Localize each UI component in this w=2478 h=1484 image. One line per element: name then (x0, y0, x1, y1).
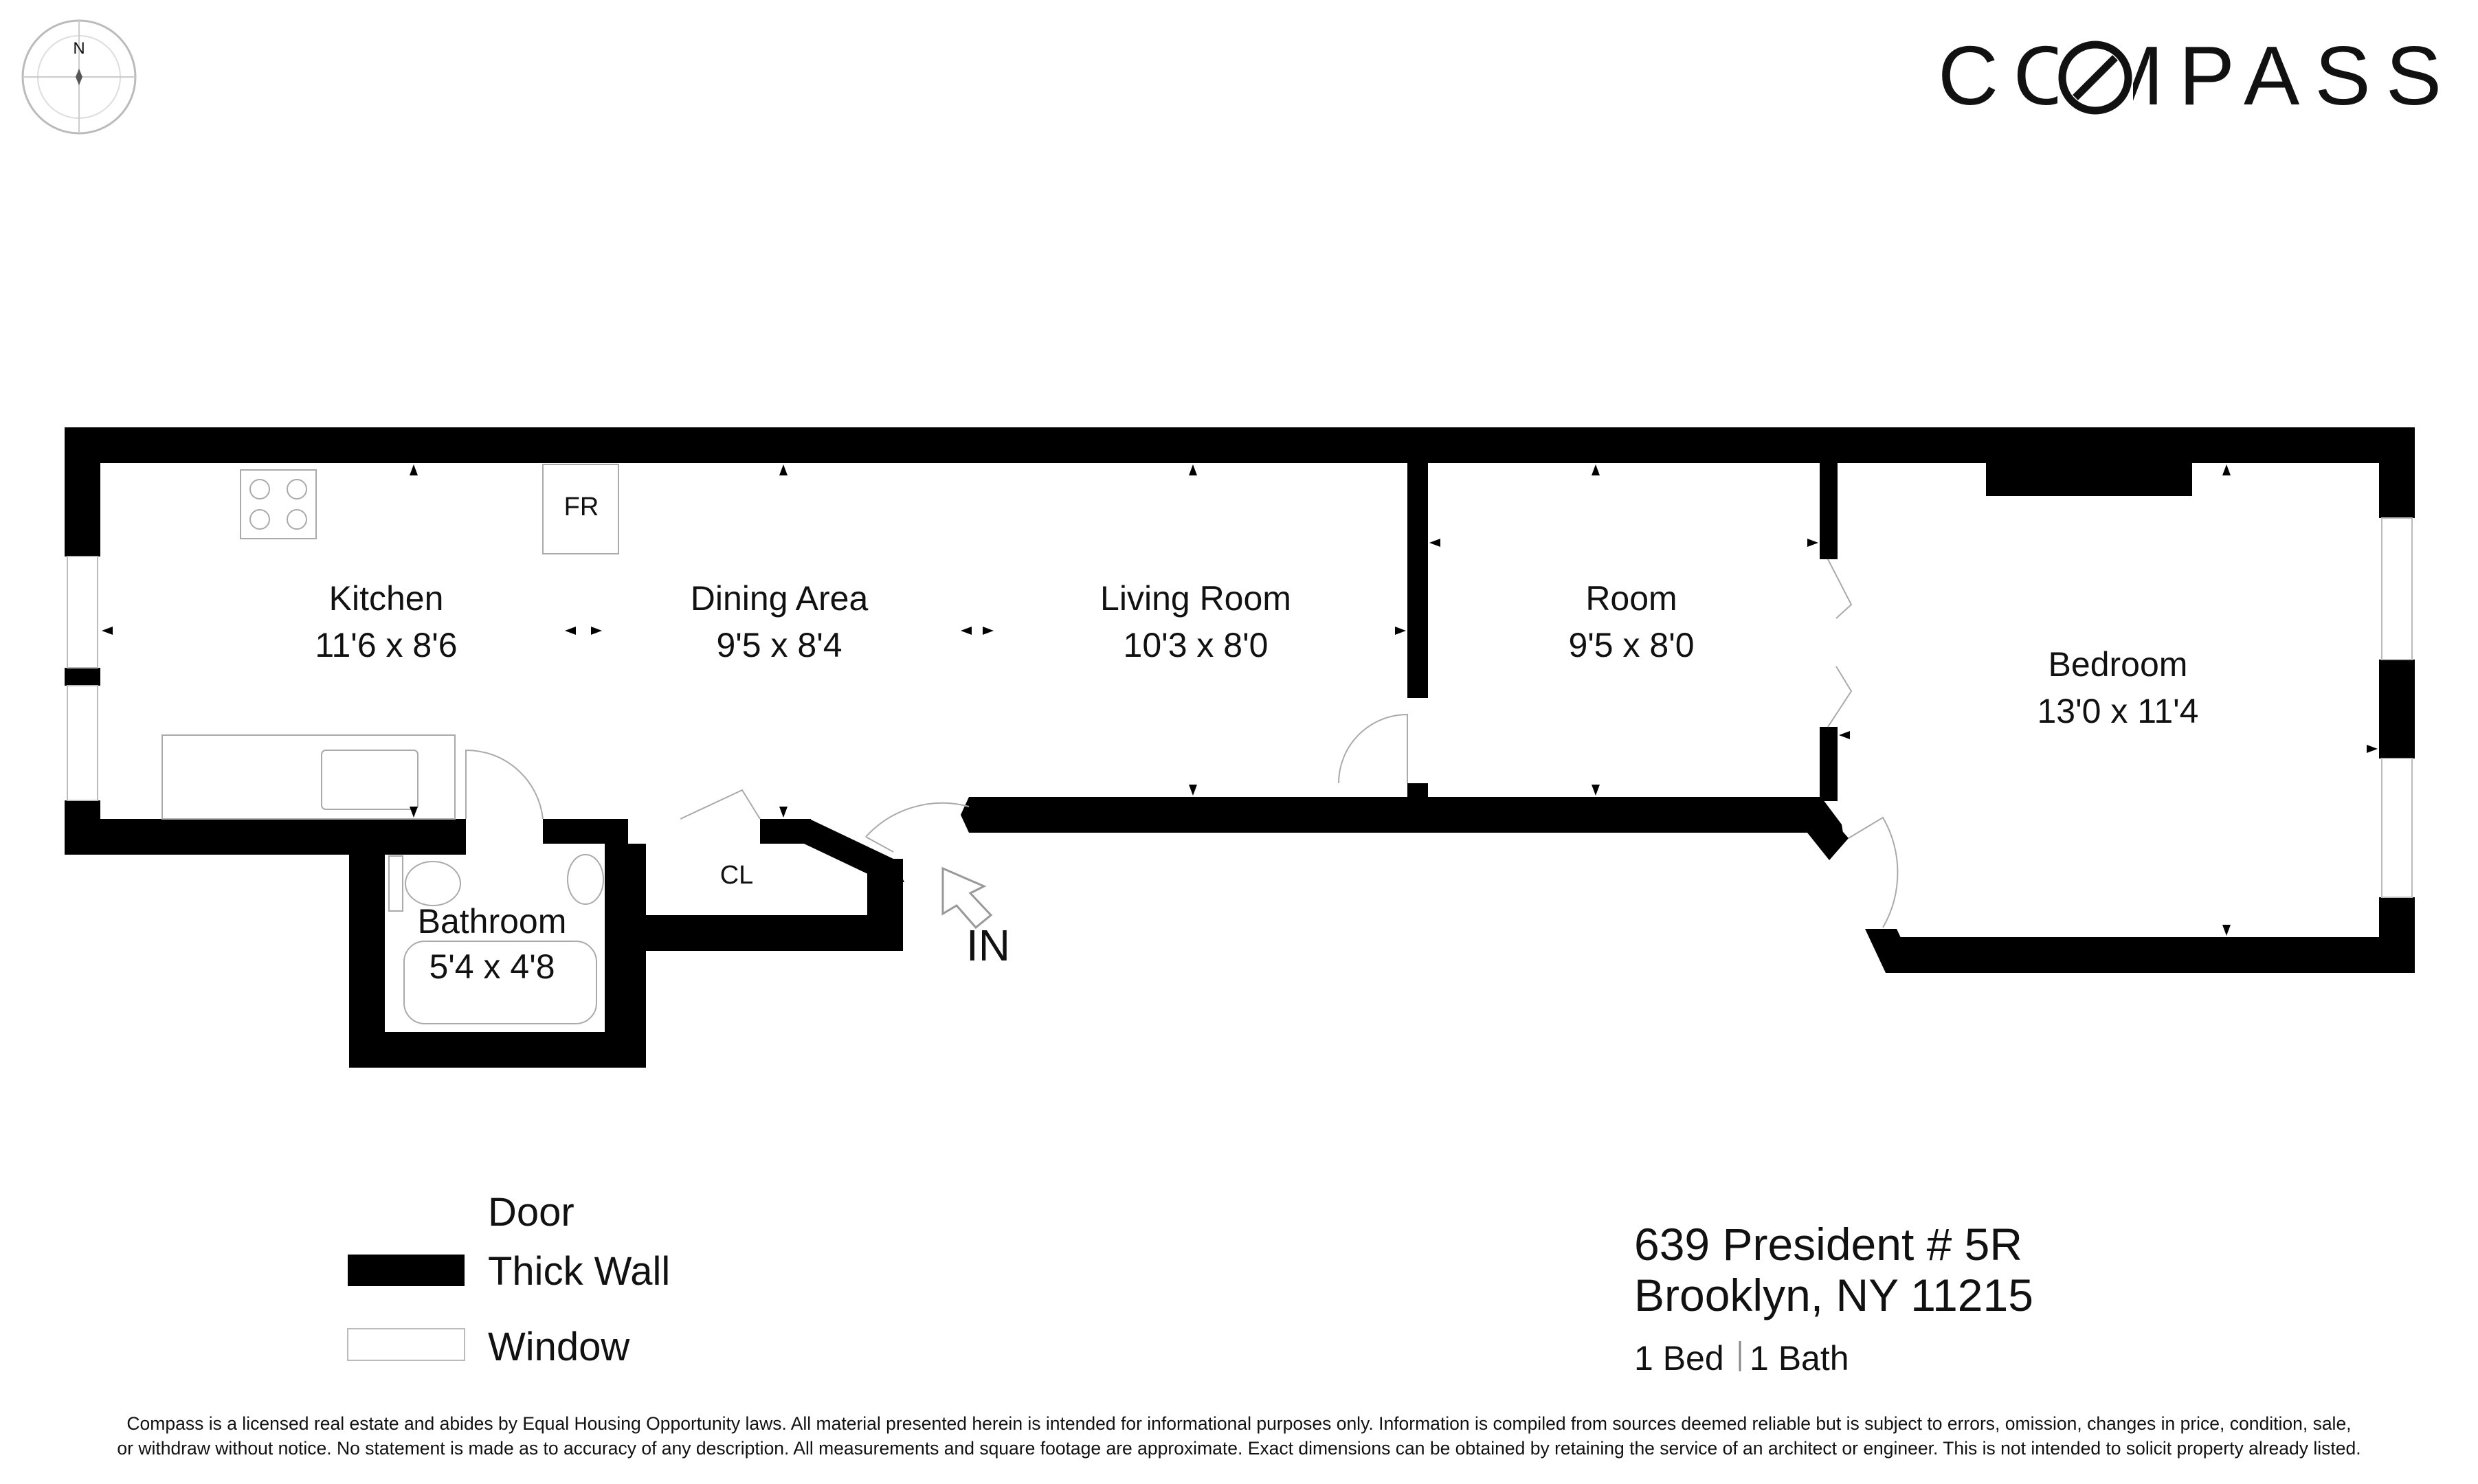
legend-window-swatch (347, 1328, 465, 1361)
disclaimer: Compass is a licensed real estate and ab… (0, 1411, 2478, 1461)
address-line-2: Brooklyn, NY 11215 (1634, 1270, 2033, 1320)
disclaimer-line-1: Compass is a licensed real estate and ab… (126, 1413, 2352, 1434)
dimension-markers (102, 464, 2378, 936)
legend-thick-wall-label: Thick Wall (488, 1249, 670, 1294)
address-line-1: 639 President # 5R (1634, 1219, 2022, 1270)
compass-logo: COMPASS (1938, 29, 2457, 122)
toilet-icon (388, 855, 461, 912)
fixtures (161, 464, 993, 1024)
closet-label: CL (720, 861, 754, 890)
legend-window-label: Window (488, 1325, 630, 1369)
legend: Door Thick Wall Window (347, 1190, 670, 1369)
bathtub-icon (403, 941, 597, 1024)
room-dim-bathroom: 5'4 x 4'8 (429, 947, 555, 986)
beds-label: 1 Bed (1634, 1339, 1724, 1378)
compass-rose-icon (21, 19, 137, 135)
room-name-living-room: Living Room (1100, 579, 1291, 618)
thick-walls (65, 427, 2415, 1068)
logo-o-mark (2057, 40, 2133, 115)
room-name-bedroom: Bedroom (2049, 645, 2188, 684)
fridge-label: FR (564, 493, 599, 521)
room-dim-room: 9'5 x 8'0 (1568, 626, 1694, 664)
counter-icon (161, 734, 456, 820)
legend-thick-wall-swatch (348, 1255, 465, 1286)
stove-icon (240, 469, 317, 539)
bath-sink-icon (567, 854, 604, 905)
room-name-dining-area: Dining Area (691, 579, 869, 618)
room-dim-kitchen: 11'6 x 8'6 (315, 626, 457, 664)
fridge-icon (542, 464, 619, 554)
legend-door-label: Door (488, 1190, 574, 1235)
room-name-kitchen: Kitchen (329, 579, 444, 618)
entry-label: IN (966, 921, 1010, 970)
sink-icon (321, 750, 418, 810)
room-name-bathroom: Bathroom (418, 902, 567, 941)
doors (465, 559, 1899, 928)
north-label: N (73, 39, 85, 58)
disclaimer-line-2: or withdraw without notice. No statement… (117, 1438, 2361, 1459)
room-dim-living-room: 10'3 x 8'0 (1124, 626, 1269, 664)
room-dim-bedroom: 13'0 x 11'4 (2037, 692, 2198, 730)
baths-label: 1 Bath (1750, 1339, 1849, 1378)
windows (67, 517, 2413, 898)
room-dim-dining-area: 9'5 x 8'4 (716, 626, 842, 664)
room-name-room: Room (1585, 579, 1677, 618)
entry-arrow-icon (941, 866, 993, 930)
